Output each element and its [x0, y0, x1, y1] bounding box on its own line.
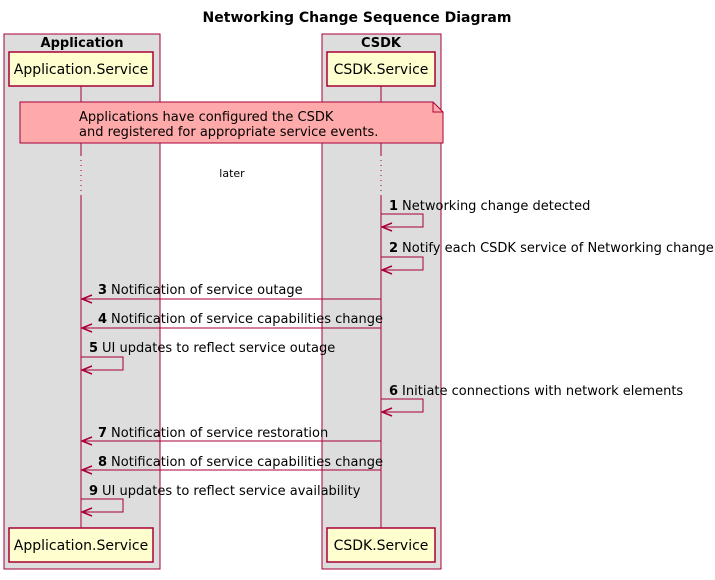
message-text: Notification of service outage — [111, 283, 303, 298]
message-6: 6 Initiate connections with network eleme… — [381, 384, 683, 412]
message-text: Notify each CSDK service of Networking c… — [402, 241, 714, 256]
participant-label: Application.Service — [14, 62, 148, 78]
box-title-application: Application — [41, 36, 124, 51]
message-text: UI updates to reflect service outage — [102, 341, 335, 356]
note: Applications have configured the CSDK an… — [19, 101, 444, 144]
participant-csdk-top: CSDK.Service — [326, 51, 436, 87]
message-text: Networking change detected — [402, 199, 590, 214]
message-number: 9 — [89, 484, 98, 499]
message-8: 8 Notification of service capabilities ch… — [82, 455, 383, 470]
svg-text:9UI updates to reflect service: 9 UI updates to reflect service availabil… — [89, 484, 361, 499]
message-number: 3 — [98, 283, 107, 298]
message-9: 9 UI updates to reflect service availabil… — [81, 484, 361, 512]
delay-label: later — [219, 167, 245, 180]
message-number: 8 — [98, 455, 107, 470]
participant-label: CSDK.Service — [334, 538, 429, 554]
message-5: 5 UI updates to reflect service outage — [81, 341, 335, 370]
message-number: 7 — [98, 426, 107, 441]
message-number: 5 — [89, 341, 98, 356]
message-2: 2 Notify each CSDK service of Networking … — [381, 241, 714, 270]
participant-label: CSDK.Service — [334, 62, 429, 78]
diagram-title: Networking Change Sequence Diagram — [203, 10, 512, 26]
box-title-csdk: CSDK — [361, 36, 402, 51]
message-text: Notification of service capabilities cha… — [111, 455, 383, 470]
participant-application-bottom: Application.Service — [8, 527, 154, 563]
participant-csdk-bottom: CSDK.Service — [326, 527, 436, 563]
message-number: 4 — [98, 312, 107, 327]
note-line-2: and registered for appropriate service e… — [79, 125, 378, 140]
message-number: 1 — [389, 199, 398, 214]
message-text: Notification of service restoration — [111, 426, 328, 441]
participant-label: Application.Service — [14, 538, 148, 554]
message-3: 3 Notification of service outage — [82, 283, 381, 299]
message-text: Notification of service capabilities cha… — [111, 312, 383, 327]
note-line-1: Applications have configured the CSDK — [79, 110, 334, 125]
participant-application-top: Application.Service — [8, 51, 154, 87]
message-text: Initiate connections with network elemen… — [402, 384, 683, 399]
message-1: 1 Networking change detected — [381, 199, 590, 227]
message-number: 2 — [389, 241, 398, 256]
svg-text:5UI updates to reflect service: 5 UI updates to reflect service outage — [89, 341, 335, 356]
message-4: 4 Notification of service capabilities ch… — [82, 312, 383, 328]
message-number: 6 — [389, 384, 398, 399]
message-7: 7 Notification of service restoration — [82, 426, 381, 441]
message-text: UI updates to reflect service availabili… — [102, 484, 361, 499]
